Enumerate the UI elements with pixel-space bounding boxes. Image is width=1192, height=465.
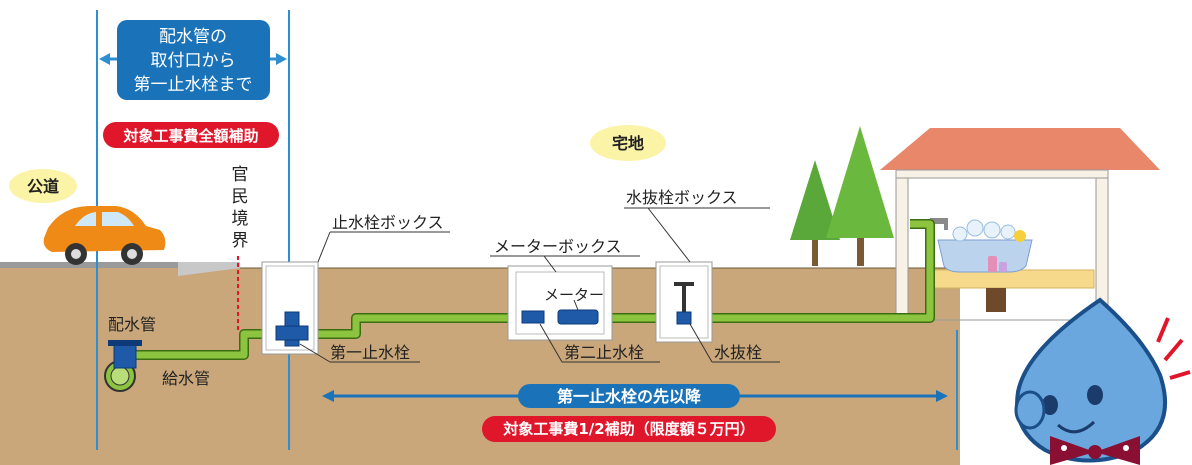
car-icon [43,206,166,265]
boundary-label: 官 民 境 界 [232,165,249,330]
boundary-char-3: 境 [232,209,249,229]
scope-box-line3: 第一止水栓まで [134,75,253,95]
scope-box-line2: 取付口から [151,51,236,71]
faucet-icon [930,218,948,230]
water-drop-mascot-icon [1014,297,1191,463]
residential-text: 宅地 [612,134,644,153]
full-subsidy-label: 対象工事費全額補助 [122,127,258,145]
component-labels: 止水栓ボックス メーターボックス 水抜栓ボックス メーター 配水管 給水管 第一… [108,188,762,388]
beyond-first-stopcock-label: 第一止水栓の先以降 [557,387,702,406]
residential-label: 宅地 [590,125,666,161]
meter-box-label: メーターボックス [494,237,622,256]
road-text: 公道 [27,177,59,196]
drain-valve-box-label: 水抜栓ボックス [626,188,738,207]
meter-box [507,265,613,341]
scope-box: 配水管の 取付口から 第一止水栓まで [117,20,270,100]
tree-icon [790,126,894,266]
road-label: 公道 [9,169,77,203]
bow-tie-icon [1050,436,1140,465]
drain-valve-box [655,261,713,343]
supply-pipe [128,219,935,360]
distribution-pipe-label: 配水管 [108,315,156,334]
beyond-arrow: 第一止水栓の先以降 [322,384,948,408]
drain-valve-label: 水抜栓 [714,343,762,362]
second-stopcock-label: 第二止水栓 [564,343,644,362]
half-subsidy-label: 対象工事費1/2補助（限度額５万円） [502,420,754,438]
house-icon [880,128,1160,321]
stopcock-box [261,261,319,355]
meter-label: メーター [544,286,604,304]
boundary-char-4: 界 [232,231,249,251]
leader-lines [299,207,780,363]
half-subsidy-badge: 対象工事費1/2補助（限度額５万円） [482,416,776,442]
supply-pipe-label: 給水管 [162,369,210,388]
stopcock-box-label: 止水栓ボックス [332,213,444,232]
full-subsidy-badge: 対象工事費全額補助 [103,122,279,148]
distribution-pipe [104,340,142,392]
boundary-char-1: 官 [232,165,249,185]
scope-box-line1: 配水管の [159,27,227,47]
ground [0,262,960,465]
boundary-char-2: 民 [232,187,249,207]
first-stopcock-label: 第一止水栓 [330,343,410,362]
bathtub-icon [937,219,1033,273]
